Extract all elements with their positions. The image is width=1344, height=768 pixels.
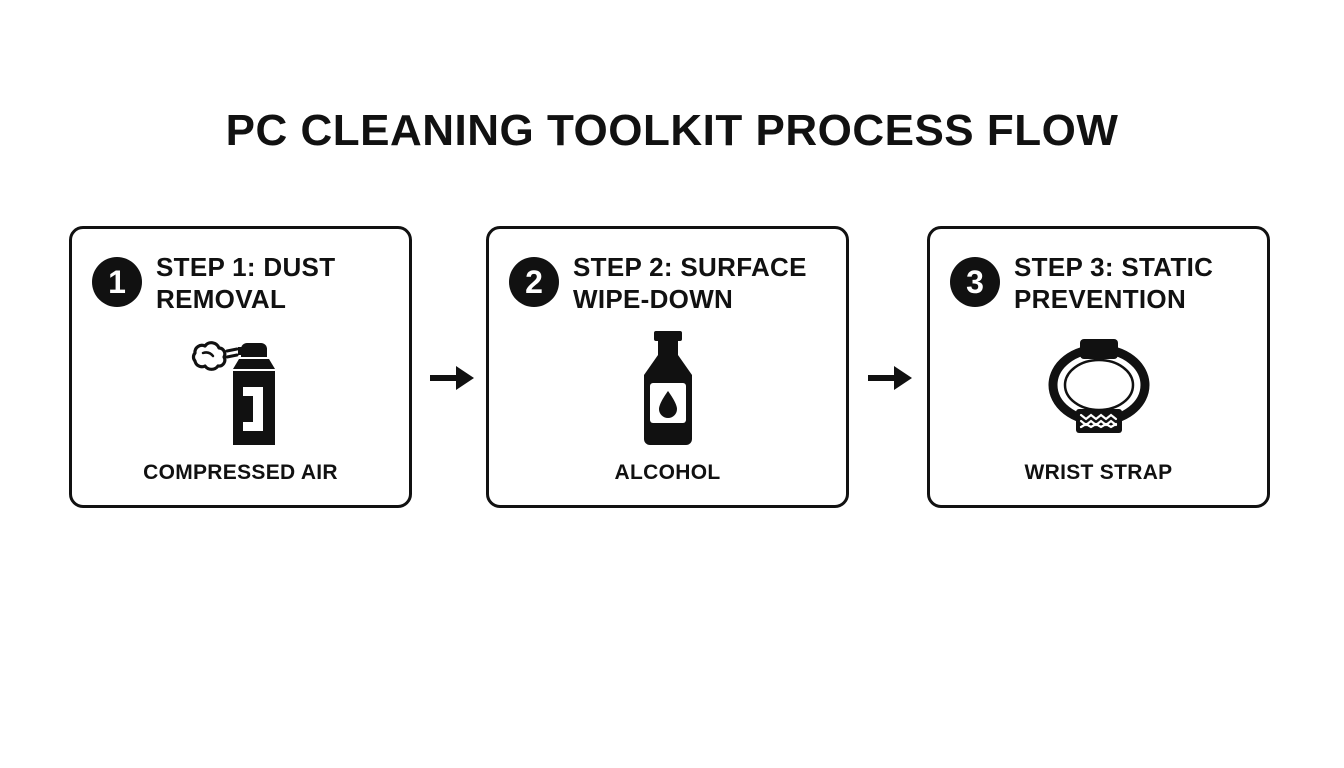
right-arrow-icon [868, 366, 912, 390]
step-card-static-prevention: 3 STEP 3: STATIC PREVENTION WRIST ST [927, 226, 1270, 508]
step-number-badge: 2 [509, 257, 559, 307]
step-tool-label: WRIST STRAP [1024, 461, 1173, 484]
step-title-line1: STEP 2: SURFACE [573, 252, 807, 282]
step-card-surface-wipe-down: 2 STEP 2: SURFACE WIPE-DOWN ALCOHOL [486, 226, 849, 508]
compressed-air-can-icon [72, 329, 409, 447]
step-tool-label: COMPRESSED AIR [143, 461, 338, 484]
step-title: STEP 1: DUST REMOVAL [156, 251, 395, 315]
step-number-badge: 3 [950, 257, 1000, 307]
step-title-line2: PREVENTION [1014, 284, 1187, 314]
step-title-line2: REMOVAL [156, 284, 287, 314]
step-title: STEP 2: SURFACE WIPE-DOWN [573, 251, 832, 315]
page-title: PC CLEANING TOOLKIT PROCESS FLOW [225, 106, 1119, 155]
step-card-dust-removal: 1 STEP 1: DUST REMOVAL C [69, 226, 412, 508]
step-title-line1: STEP 1: DUST [156, 252, 336, 282]
step-title-line2: WIPE-DOWN [573, 284, 734, 314]
step-tool-label: ALCOHOL [614, 461, 721, 484]
right-arrow-icon [430, 366, 474, 390]
step-number-badge: 1 [92, 257, 142, 307]
wrist-strap-icon [930, 329, 1267, 447]
alcohol-bottle-icon [489, 329, 846, 447]
step-title-line1: STEP 3: STATIC [1014, 252, 1214, 282]
step-title: STEP 3: STATIC PREVENTION [1014, 251, 1253, 315]
